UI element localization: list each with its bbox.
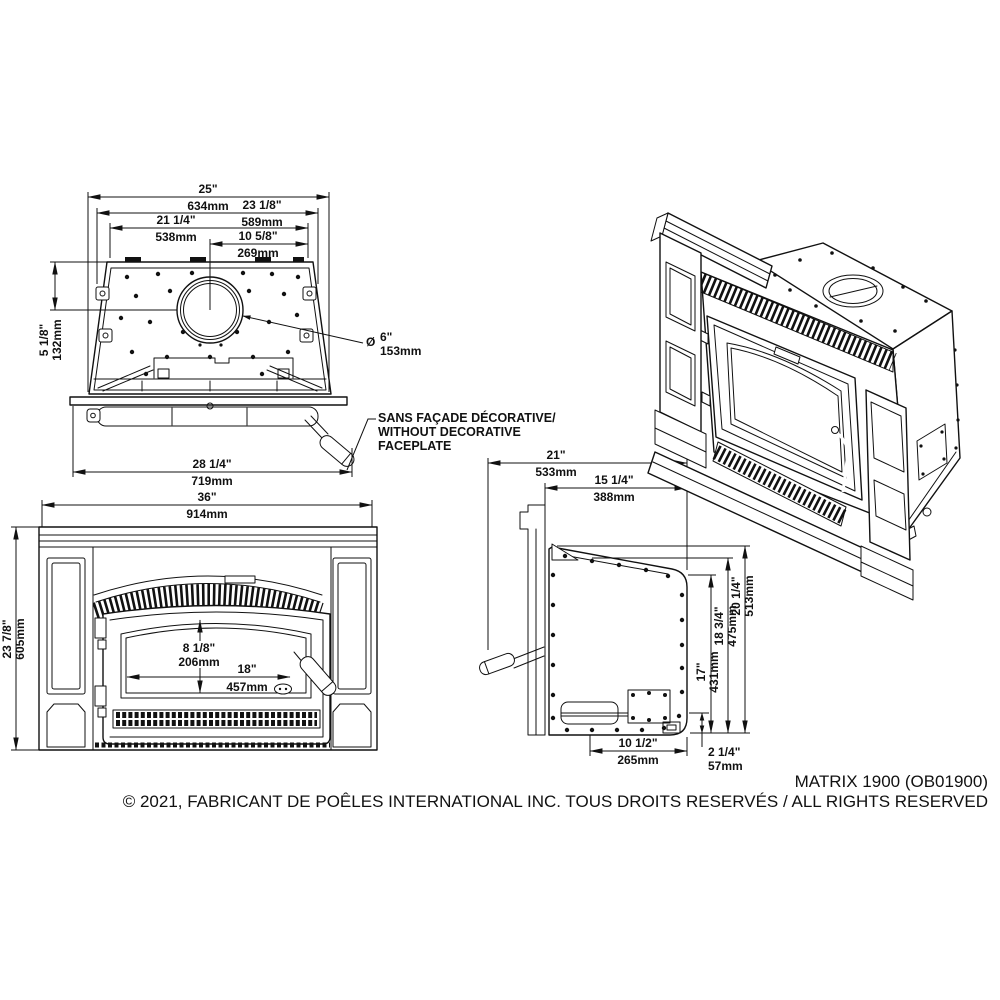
isometric-view	[647, 212, 961, 601]
iso-access-panel	[916, 423, 948, 481]
dim-glass-height-mm: 206mm	[178, 655, 219, 669]
dim-front-width-mm: 914mm	[186, 507, 227, 521]
dim-side-overall-depth: 21" 533mm	[487, 448, 688, 650]
left-column	[46, 546, 94, 751]
door	[94, 604, 337, 745]
dim-flue-diameter-mm: 153mm	[380, 344, 421, 358]
dim-side-overall-depth-mm: 533mm	[535, 465, 576, 479]
door-handle-front	[299, 656, 337, 696]
screw-dots	[118, 270, 301, 377]
dim-side-front-height-mm: 431mm	[707, 651, 721, 692]
iso-right-foot	[860, 545, 914, 601]
faceplate-note-line2: WITHOUT DECORATIVE	[378, 425, 521, 439]
dim-top-flue-offset: 10 5/8" 269mm	[209, 229, 309, 260]
dim-side-mid-height-in: 18 3/4"	[712, 606, 726, 645]
dim-top-overall-width-mm: 634mm	[187, 199, 228, 213]
dim-glass-height-in: 8 1/8"	[183, 641, 215, 655]
side-body-outline	[548, 546, 688, 736]
dim-side-body-depth-in: 15 1/4"	[594, 473, 633, 487]
dim-top-flue-offset-in: 10 5/8"	[238, 229, 277, 243]
dim-front-height: 23 7/8" 605mm	[0, 526, 39, 751]
faceplate-note: SANS FAÇADE DÉCORATIVE/ WITHOUT DECORATI…	[346, 410, 556, 471]
dim-front-height-mm: 605mm	[13, 618, 27, 659]
dim-side-base-height-in: 2 1/4"	[708, 745, 740, 759]
dim-top-mid-width-in: 23 1/8"	[242, 198, 281, 212]
iso-hinge-bottom	[701, 391, 711, 407]
iso-right-column	[865, 389, 911, 561]
dim-side-mid-height-mm: 475mm	[725, 605, 739, 646]
dim-top-inner-width: 21 1/4" 538mm	[109, 213, 309, 258]
dim-side-back-height-in: 20 1/4"	[729, 576, 743, 615]
flue-diameter-symbol: Ø	[366, 335, 375, 349]
door-emblem	[274, 683, 292, 695]
hinge-bottom	[94, 685, 107, 707]
dim-top-base-width: 28 1/4" 719mm	[72, 406, 353, 488]
iso-left-foot	[654, 409, 707, 469]
dim-flue-diameter-in: 6"	[380, 330, 392, 344]
door-glass	[120, 623, 312, 699]
dim-top-overall-width: 25" 634mm	[87, 182, 330, 392]
iso-door-badge	[773, 346, 801, 365]
control-handle-top	[304, 415, 355, 467]
dim-front-width: 36" 914mm	[41, 490, 373, 527]
dim-top-overall-width-in: 25"	[198, 182, 217, 196]
dim-side-front-height: 17" 431mm	[688, 574, 721, 734]
dim-glass-width: 18" 457mm	[126, 662, 291, 694]
faceplate-note-line1: SANS FAÇADE DÉCORATIVE/	[378, 410, 556, 425]
dim-front-width-in: 36"	[197, 490, 216, 504]
iso-top-screws	[773, 251, 928, 333]
dim-side-back-height-mm: 513mm	[742, 575, 756, 616]
dim-side-body-depth: 15 1/4" 388mm	[544, 473, 688, 545]
dim-side-front-height-in: 17"	[694, 662, 708, 681]
dim-side-base-height-mm: 57mm	[708, 759, 743, 773]
mounting-tabs	[95, 286, 317, 343]
faceplate-rail	[96, 406, 319, 427]
side-latch	[662, 721, 681, 734]
dim-side-base-length-in: 10 1/2"	[618, 736, 657, 750]
dim-front-height-in: 23 7/8"	[0, 619, 14, 658]
side-screws	[550, 553, 685, 733]
dim-side-body-depth-mm: 388mm	[593, 490, 634, 504]
top-view: 25" 634mm 23 1/8" 589mm 21 1/4" 538mm 10…	[37, 182, 556, 488]
top-bracket	[551, 543, 579, 561]
bottom-grille	[112, 709, 321, 729]
inner-plate	[153, 357, 294, 379]
faceplate-profile	[519, 504, 546, 736]
dim-flue-diameter: Ø 6" 153mm	[242, 315, 421, 358]
dim-side-overall-depth-in: 21"	[546, 448, 565, 462]
dim-side-base-length: 10 1/2" 265mm	[589, 735, 688, 767]
dim-top-inner-width-in: 21 1/4"	[156, 213, 195, 227]
side-view: 21" 533mm 15 1/4" 388mm 17" 431mm 18 3/4…	[479, 448, 756, 773]
hinge-top	[94, 617, 107, 639]
dim-top-base-width-in: 28 1/4"	[192, 457, 231, 471]
dim-glass-height: 8 1/8" 206mm	[173, 619, 226, 694]
dim-top-flue-depth-in: 5 1/8"	[37, 324, 51, 356]
dim-side-mid-height: 18 3/4" 475mm	[592, 557, 739, 734]
dim-top-inner-width-mm: 538mm	[155, 230, 196, 244]
base-bar	[69, 396, 348, 406]
top-view-body-outline	[88, 261, 332, 395]
iso-door-glass	[726, 342, 847, 479]
dim-side-back-height: 20 1/4" 513mm	[557, 545, 756, 734]
side-right-plate	[627, 689, 671, 724]
model-number: MATRIX 1900 (OB01900)	[795, 772, 988, 791]
dim-top-flue-offset-mm: 269mm	[237, 246, 278, 260]
dim-top-base-width-mm: 719mm	[191, 474, 232, 488]
dim-glass-width-mm: 457mm	[226, 680, 267, 694]
faceplate-note-line3: FACEPLATE	[378, 439, 451, 453]
dim-side-base-height: 2 1/4" 57mm	[689, 712, 743, 773]
control-handle-side	[479, 646, 545, 676]
right-column	[330, 546, 372, 751]
iso-flue-collar	[822, 274, 884, 308]
dim-side-base-length-mm: 265mm	[617, 753, 658, 767]
dim-top-flue-depth: 5 1/8" 132mm	[37, 261, 64, 361]
front-view-outline	[38, 526, 378, 751]
dim-top-mid-width-mm: 589mm	[241, 215, 282, 229]
copyright-line: © 2021, FABRICANT DE POÊLES INTERNATIONA…	[123, 792, 988, 811]
dim-glass-width-in: 18"	[237, 662, 256, 676]
dim-top-flue-depth-mm: 132mm	[50, 319, 64, 360]
front-view: 36" 914mm 23 7/8" 605mm 8 1/8" 206mm 18"…	[0, 490, 378, 751]
